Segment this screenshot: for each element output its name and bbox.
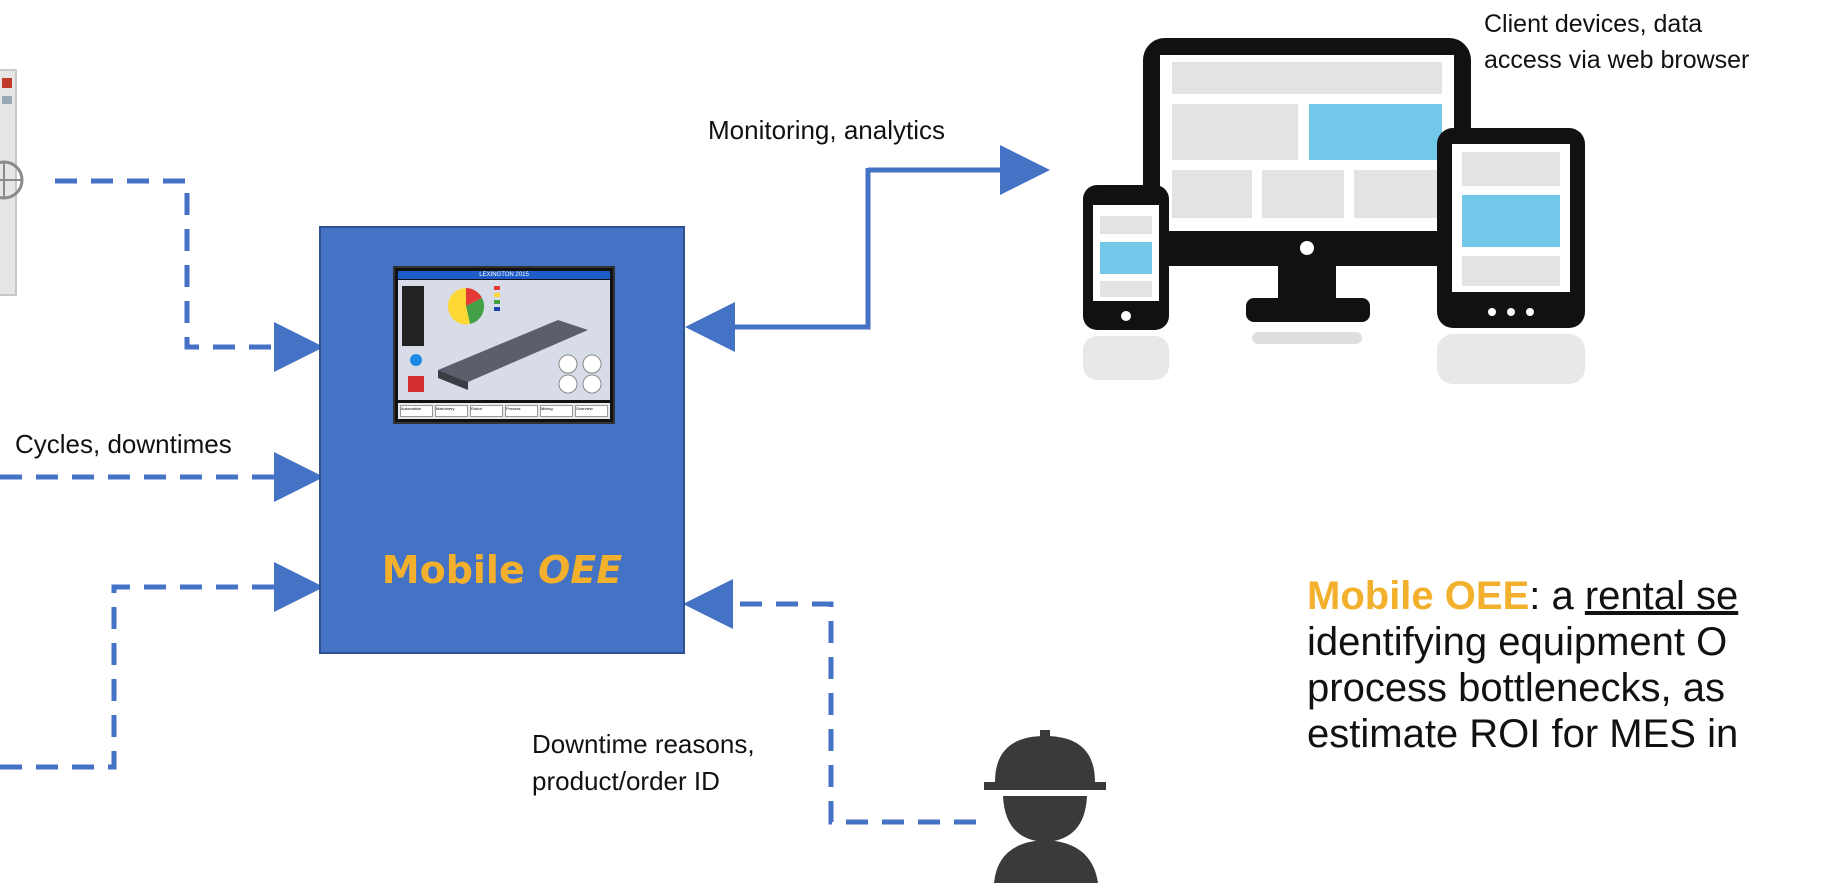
box-title-italic: OEE	[537, 548, 623, 592]
phone-icon	[1083, 185, 1169, 380]
hmi-tab: Overview	[575, 405, 608, 417]
hmi-tab: Machinery	[435, 405, 468, 417]
operator-connector	[683, 579, 976, 825]
hmi-screenshot: LEXINGTON 2015 Automa	[393, 266, 615, 424]
reasons-label-line2: product/order ID	[532, 766, 720, 796]
description-line4: estimate ROI for MES in	[1307, 712, 1739, 756]
tablet-icon	[1437, 128, 1585, 384]
lower-input-connector	[0, 562, 324, 770]
hmi-tab: Robot	[470, 405, 503, 417]
hmi-tab: Process	[505, 405, 538, 417]
cycles-label: Cycles, downtimes	[15, 429, 232, 459]
description-line1: Mobile OEE: a rental se	[1307, 573, 1738, 619]
description-text: Mobile OEE: a rental se identifying equi…	[1307, 573, 1738, 757]
client-devices-label-line1: Client devices, data	[1484, 10, 1703, 38]
hmi-screen	[398, 280, 610, 400]
desktop-monitor-icon	[1143, 38, 1471, 344]
client-devices-label-line2: access via web browser	[1484, 46, 1750, 74]
monitoring-label: Monitoring, analytics	[708, 115, 945, 145]
mobile-oee-box: LEXINGTON 2015 Automa	[319, 226, 685, 654]
description-colon: : a	[1529, 574, 1585, 618]
box-title-main: Mobile	[381, 548, 538, 592]
description-underlined: rental se	[1584, 574, 1739, 618]
description-line2: identifying equipment O	[1307, 620, 1728, 664]
hmi-tab: Mixing	[540, 405, 573, 417]
reasons-label-line1: Downtime reasons,	[532, 729, 755, 759]
hmi-tab: Automation	[400, 405, 433, 417]
description-brand: Mobile OEE	[1307, 574, 1530, 618]
machine-icon	[0, 69, 24, 296]
hmi-toolbar: Automation Machinery Robot Process Mixin…	[398, 403, 610, 419]
machine-data-connector	[55, 178, 324, 372]
hmi-header: LEXINGTON 2015	[398, 271, 610, 279]
hmi-graphics	[402, 286, 602, 394]
box-title: Mobile OEE	[321, 548, 683, 592]
monitoring-connector	[685, 168, 871, 352]
description-line3: process bottlenecks, as	[1307, 666, 1725, 710]
operator-icon	[984, 730, 1106, 883]
